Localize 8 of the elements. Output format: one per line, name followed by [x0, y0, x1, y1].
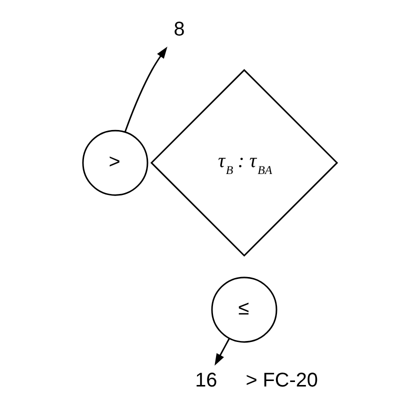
- node-circle: ≤: [211, 276, 278, 343]
- node-text: 8: [174, 18, 185, 40]
- label: > FC-20: [246, 370, 318, 392]
- node-text: 16: [195, 370, 218, 392]
- arrow: [214, 338, 230, 366]
- node-circle: >: [82, 130, 148, 196]
- node-diamond: τ$_{B}$ : τ$_{BA}$: [150, 68, 338, 257]
- arrow: [124, 46, 168, 132]
